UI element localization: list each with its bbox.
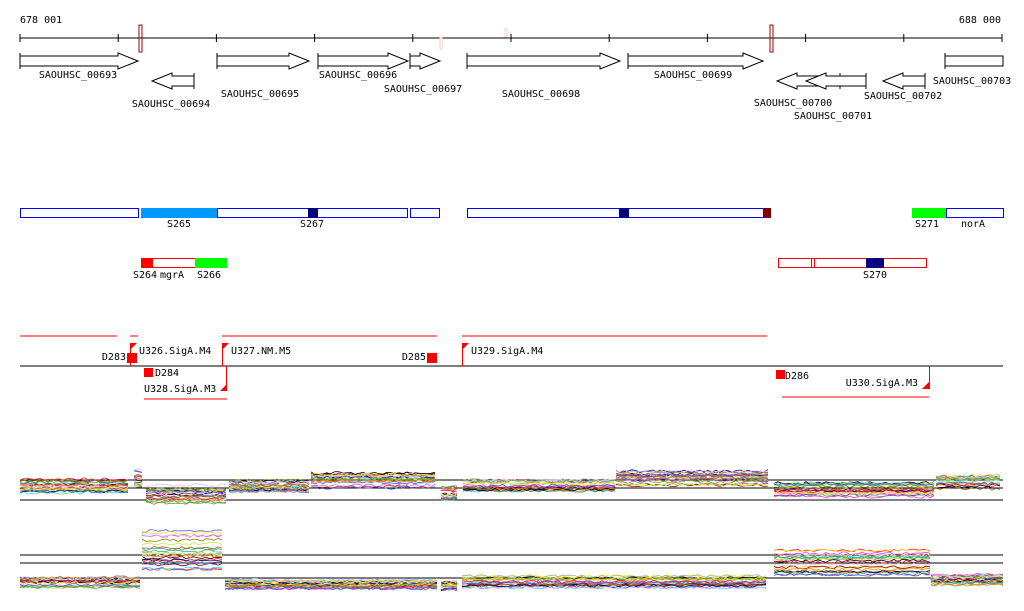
promoter-u329-flag[interactable] (462, 343, 469, 350)
segment-track-plus: S265 S267 S271 norA (20, 208, 1004, 230)
segment-s271[interactable] (912, 208, 946, 218)
gene-track: SAOUHSC_00693SAOUHSC_00694SAOUHSC_00695S… (19, 52, 1011, 122)
segment-mgra[interactable] (152, 258, 196, 268)
expression-plot-plus (19, 468, 1003, 505)
gene-arrow[interactable] (317, 52, 410, 70)
marker-red[interactable] (769, 24, 774, 53)
promoter-label: U329.SigA.M4 (471, 346, 543, 357)
gene-saouhsc_00697[interactable]: SAOUHSC_00697 (384, 52, 462, 95)
segment-label: S271 (915, 219, 939, 230)
segment-s267[interactable] (308, 208, 318, 218)
gene-saouhsc_00702[interactable]: SAOUHSC_00702 (864, 72, 942, 102)
segment-label: S270 (863, 270, 887, 281)
ruler: 678 001 688 000 (19, 15, 1003, 53)
gene-arrow[interactable] (150, 72, 195, 90)
gene-saouhsc_00693[interactable]: SAOUHSC_00693 (19, 52, 140, 81)
gene-saouhsc_00699[interactable]: SAOUHSC_00699 (627, 52, 765, 81)
segment[interactable] (778, 258, 927, 268)
gene-arrow[interactable] (409, 52, 442, 70)
promoter-label: D284 (155, 368, 179, 379)
segment[interactable] (20, 208, 139, 218)
promoter-u330-flag[interactable] (922, 382, 929, 389)
gene-arrow[interactable] (804, 72, 867, 90)
expression-line (19, 541, 1004, 589)
gene-saouhsc_00698[interactable]: SAOUHSC_00698 (466, 52, 622, 100)
ruler-start-label: 678 001 (20, 15, 62, 26)
promoter-label: U326.SigA.M4 (139, 346, 211, 357)
gene-label: SAOUHSC_00700 (754, 98, 832, 109)
transcript-lines (20, 335, 929, 400)
segment-s264[interactable] (141, 258, 152, 268)
gene-arrow[interactable] (466, 52, 622, 70)
promoter-u327-flag[interactable] (222, 343, 229, 350)
marker-faint (504, 27, 508, 38)
gene-label: SAOUHSC_00701 (794, 111, 872, 122)
terminator-d283[interactable] (127, 353, 137, 363)
segment[interactable] (410, 208, 440, 218)
gene-label: SAOUHSC_00702 (864, 91, 942, 102)
segment-label: S266 (197, 270, 221, 281)
promoter-track: D283 U326.SigA.M4 U327.NM.M5 D285 U329.S… (20, 335, 1003, 400)
gene-label: SAOUHSC_00698 (502, 89, 580, 100)
gene-arrow[interactable] (944, 55, 1004, 67)
gene-label: SAOUHSC_00697 (384, 84, 462, 95)
marker-red[interactable] (138, 24, 143, 53)
promoter-u326-flag[interactable] (130, 343, 137, 350)
segment-label: norA (961, 219, 985, 230)
segment-darkred[interactable] (763, 208, 771, 218)
terminator-d285[interactable] (427, 353, 437, 363)
segment-s265[interactable] (141, 208, 217, 218)
gene-label: SAOUHSC_00696 (319, 70, 397, 81)
terminator-d286[interactable] (776, 370, 785, 379)
gene-label: SAOUHSC_00703 (933, 76, 1011, 87)
gene-arrow[interactable] (627, 52, 765, 70)
promoter-label: D283 (102, 352, 126, 363)
segment-label: mgrA (160, 270, 184, 281)
terminator-d284[interactable] (144, 368, 153, 377)
promoter-label: D285 (402, 352, 426, 363)
expression-line (19, 530, 1004, 588)
marker-faint (439, 37, 443, 50)
gene-label: SAOUHSC_00699 (654, 70, 732, 81)
segment-s266[interactable] (195, 258, 227, 268)
gene-saouhsc_00696[interactable]: SAOUHSC_00696 (317, 52, 410, 81)
segment-track-minus: S264 mgrA S266 S270 (133, 258, 927, 281)
segment-label: S264 (133, 270, 157, 281)
gene-label: SAOUHSC_00693 (39, 70, 117, 81)
promoter-label: D286 (785, 371, 809, 382)
promoter-label: U330.SigA.M3 (846, 378, 918, 389)
expression-line (19, 470, 1001, 500)
expression-line (19, 561, 1003, 591)
segment-nora[interactable] (946, 208, 1004, 218)
promoter-u328-flag[interactable] (220, 384, 227, 391)
gene-arrow[interactable] (216, 52, 311, 70)
ruler-end-label: 688 000 (959, 15, 1001, 26)
segment-navy[interactable] (619, 208, 629, 218)
gene-arrow[interactable] (19, 52, 140, 70)
gene-saouhsc_00701[interactable]: SAOUHSC_00701 (794, 72, 872, 122)
promoter-label: U328.SigA.M3 (144, 384, 216, 395)
promoter-label: U327.NM.M5 (231, 346, 291, 357)
gene-label: SAOUHSC_00694 (132, 99, 210, 110)
gene-saouhsc_00695[interactable]: SAOUHSC_00695 (216, 52, 311, 100)
gene-label: SAOUHSC_00695 (221, 89, 299, 100)
gene-saouhsc_00694[interactable]: SAOUHSC_00694 (132, 72, 210, 110)
segment-label: S267 (300, 219, 324, 230)
expression-line (20, 472, 1001, 497)
segment-s270[interactable] (866, 258, 884, 268)
gene-saouhsc_00703[interactable]: SAOUHSC_00703 (933, 53, 1011, 87)
gene-arrow[interactable] (881, 72, 926, 90)
segment-label: S265 (167, 219, 191, 230)
expression-plot-minus (19, 529, 1004, 592)
